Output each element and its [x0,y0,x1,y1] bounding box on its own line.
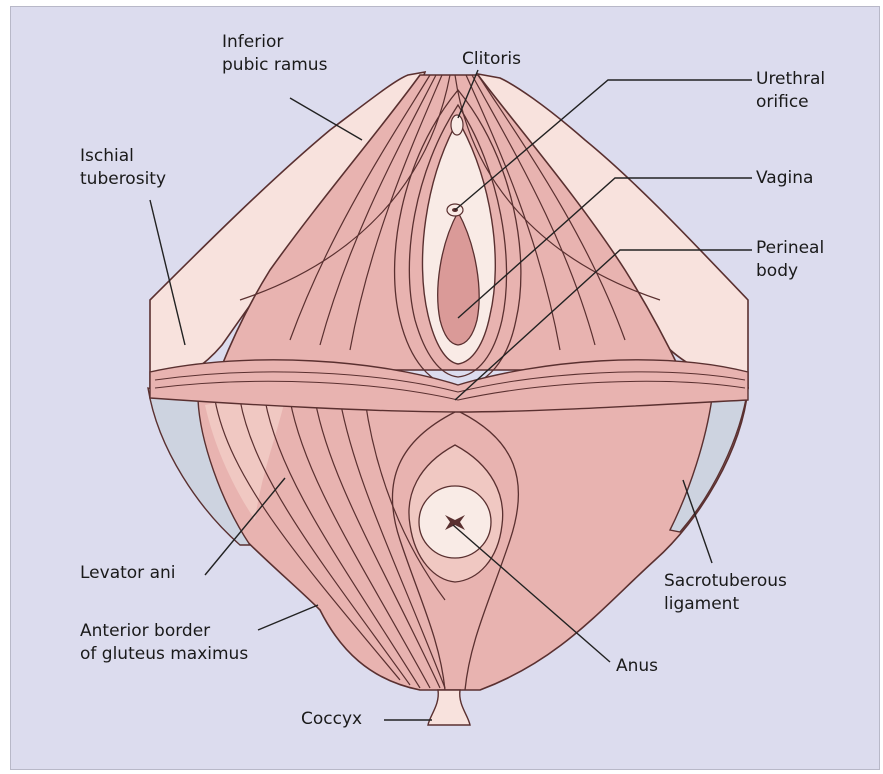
label-ischial-tuberosity: Ischial tuberosity [80,145,166,191]
label-sacrotuberous-ligament: Sacrotuberous ligament [664,570,787,616]
clitoris-shape [451,115,463,135]
label-anterior-border-gluteus: Anterior border of gluteus maximus [80,620,248,666]
label-anus: Anus [616,655,658,678]
label-vagina: Vagina [756,167,813,190]
label-clitoris: Clitoris [462,48,521,71]
label-inferior-pubic-ramus: Inferior pubic ramus [222,31,327,77]
label-perineal-body: Perineal body [756,237,824,283]
label-coccyx: Coccyx [301,708,362,731]
label-levator-ani: Levator ani [80,562,175,585]
label-urethral-orifice: Urethral orifice [756,68,825,114]
